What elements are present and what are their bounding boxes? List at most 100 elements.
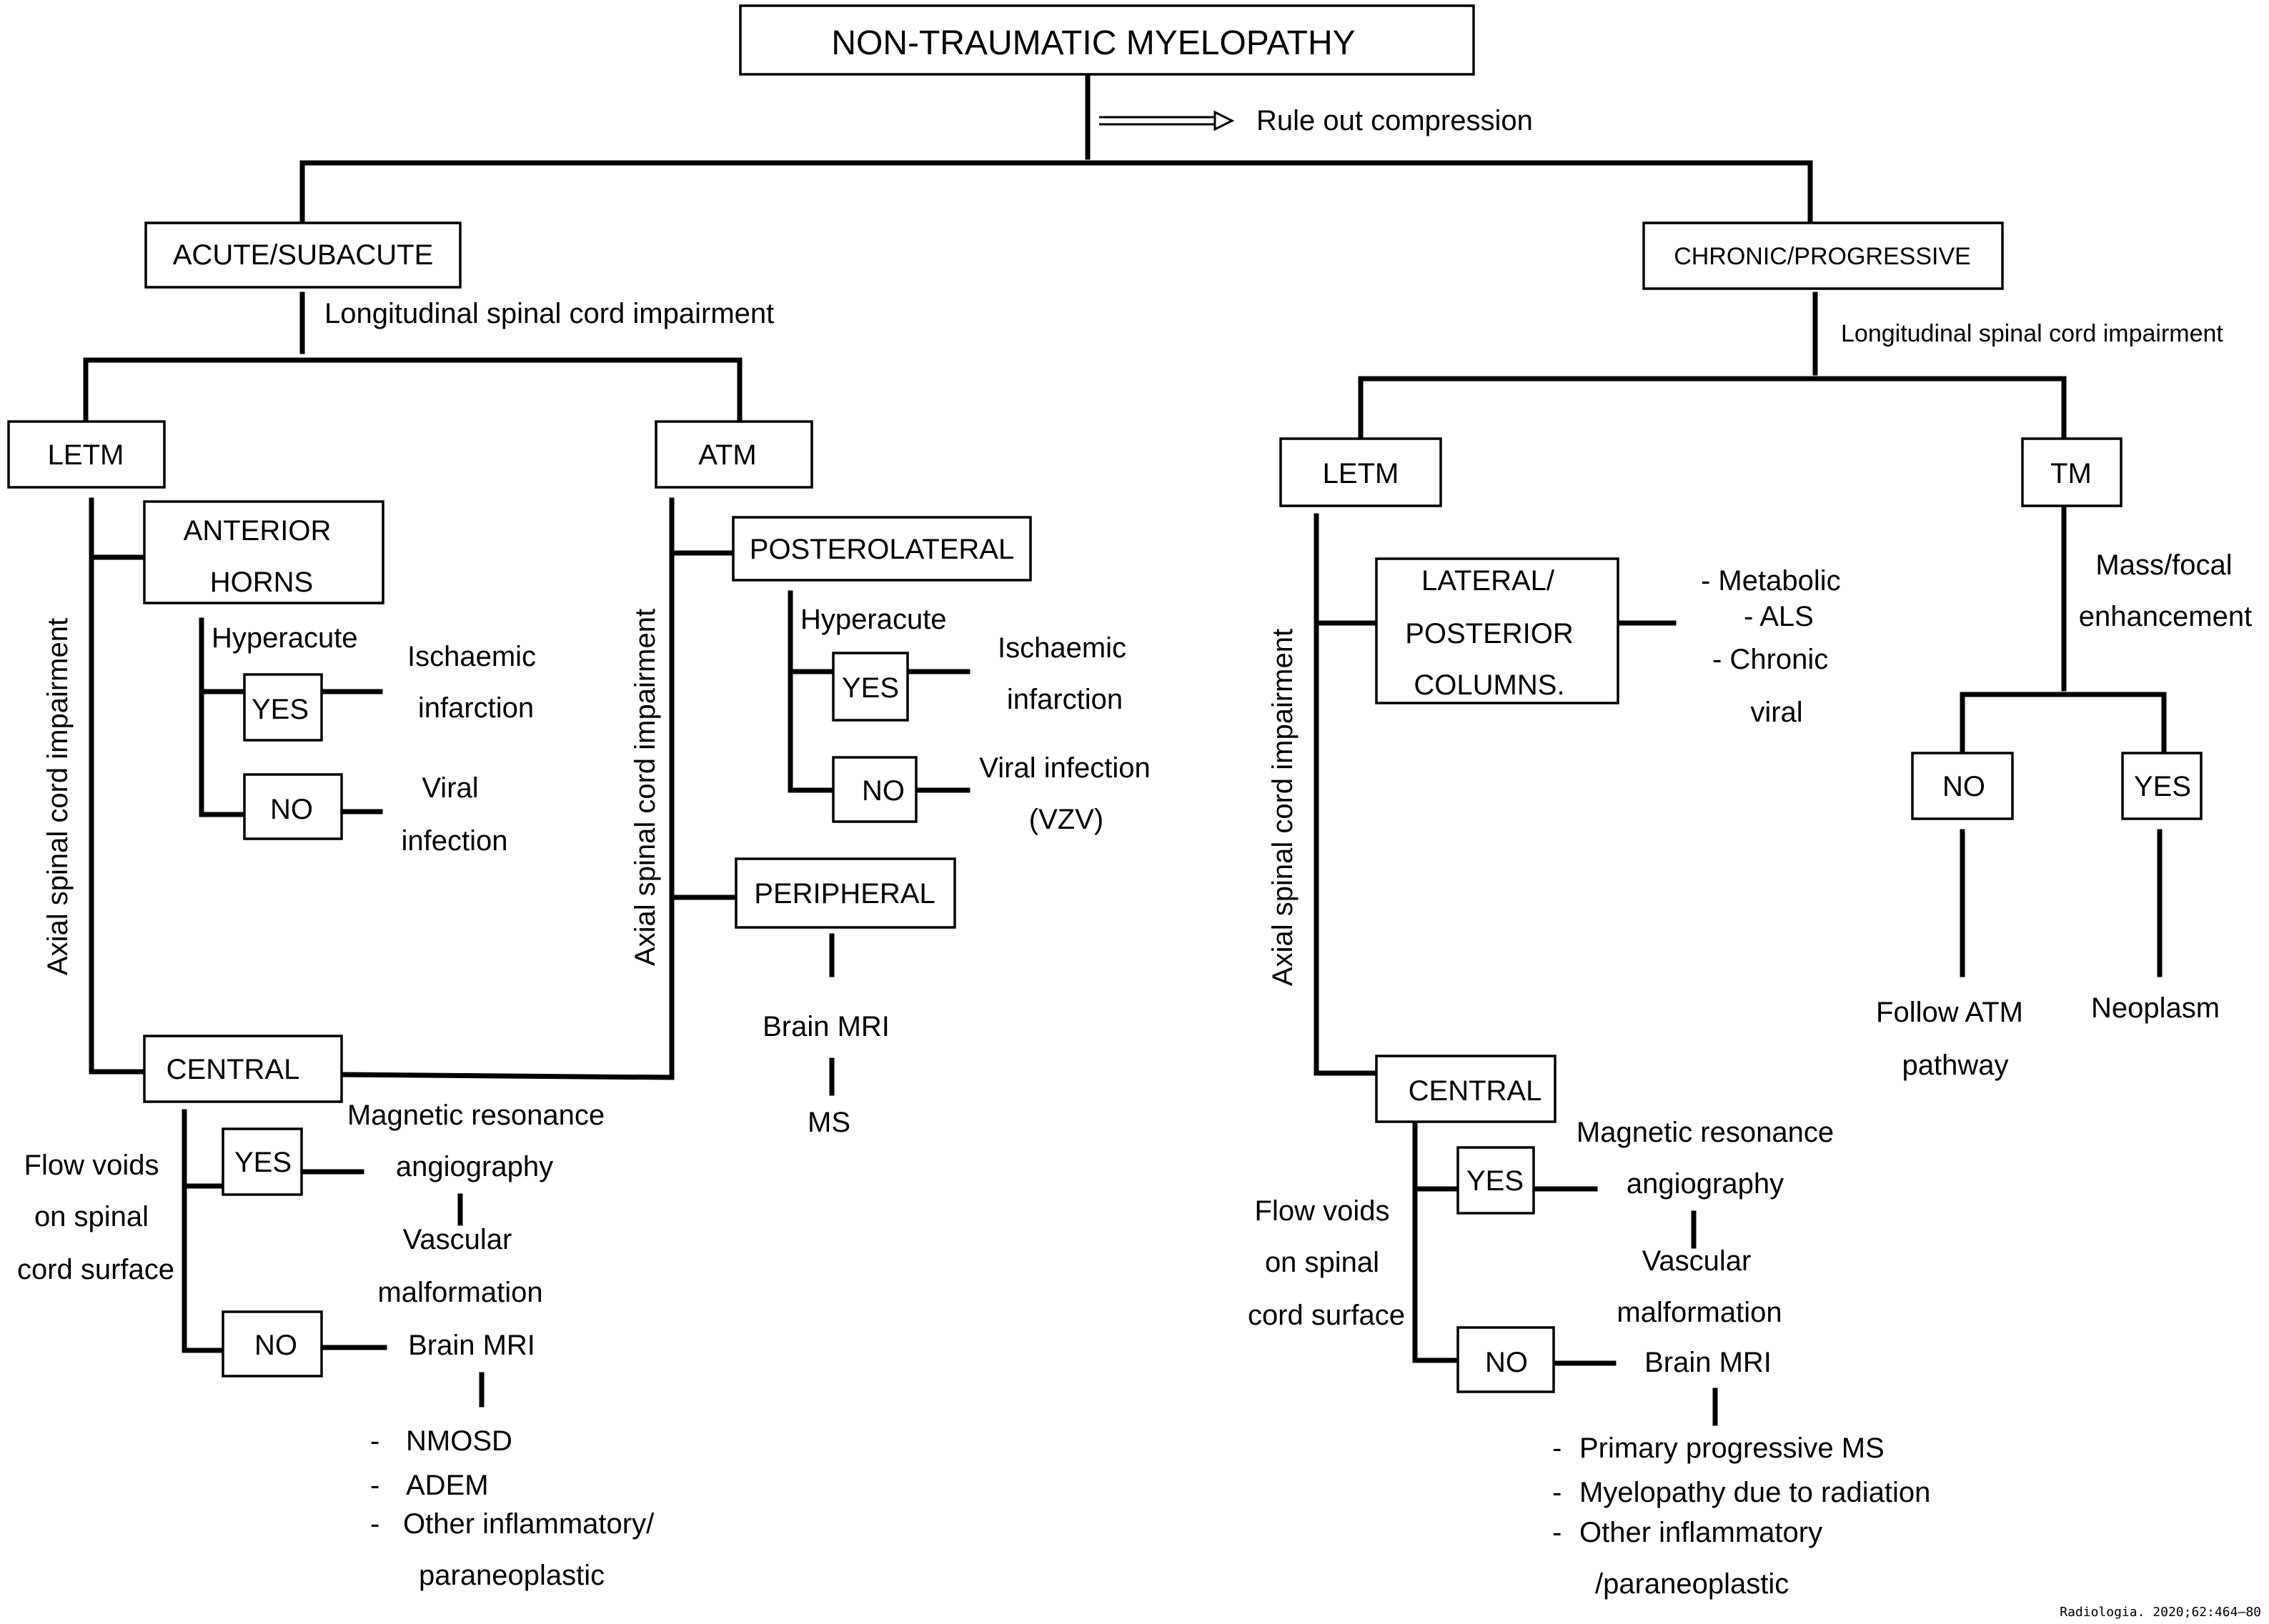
lateral-posterior-line1: LATERAL/	[1421, 565, 1555, 597]
right-list-dash-2: -	[1552, 1477, 1562, 1508]
right-mra-line2: angiography	[1627, 1168, 1784, 1200]
acute-subacute-box	[144, 221, 462, 289]
right-cause-1: - Metabolic	[1701, 565, 1841, 597]
acute-subacute-label: ACUTE/SUBACUTE	[173, 239, 434, 271]
tm-no-out-line2: pathway	[1902, 1050, 2009, 1081]
right-list-item-2: Myelopathy due to radiation	[1579, 1477, 1930, 1508]
left-atm-box	[655, 420, 813, 489]
citation-label: Radiologia. 2020;62:464–80	[2060, 1605, 2261, 1620]
right-tm-box	[2021, 437, 2122, 507]
left-atm-no-box	[832, 756, 918, 823]
left-letm-yes-box	[243, 673, 323, 742]
left-atm-yes-box	[832, 652, 909, 722]
right-list-item-3: Other inflammatory	[1579, 1517, 1822, 1548]
right-cause-4: viral	[1750, 697, 1802, 728]
left-atm-hyperacute-label: Hyperacute	[800, 604, 947, 635]
diagram-title: NON-TRAUMATIC MYELOPATHY	[831, 24, 1355, 62]
right-letm-label: LETM	[1323, 458, 1399, 489]
left-letm-axial-label: Axial spinal cord impairment	[42, 618, 74, 975]
left-list-item-1: NMOSD	[406, 1425, 512, 1457]
left-letm-yes-label: YES	[252, 694, 309, 725]
left-central-no-label: NO	[254, 1330, 297, 1361]
left-longitudinal-label: Longitudinal spinal cord impairment	[324, 298, 774, 329]
left-letm-hyperacute-label: Hyperacute	[212, 622, 358, 654]
left-flow-voids-line2: on spinal	[34, 1201, 149, 1232]
chronic-progressive-label: CHRONIC/PROGRESSIVE	[1674, 243, 1971, 270]
left-letm-yes-out-line2: infarction	[418, 692, 534, 724]
tm-no-box	[1911, 752, 2014, 820]
left-vascular-line2: malformation	[377, 1277, 542, 1308]
left-flow-voids-line1: Flow voids	[24, 1150, 159, 1181]
ms-label: MS	[808, 1107, 850, 1138]
right-flow-voids-line1: Flow voids	[1255, 1195, 1390, 1227]
tm-no-label: NO	[1942, 771, 1985, 802]
right-list-dash-1: -	[1552, 1433, 1562, 1464]
right-letm-axial-label: Axial spinal cord impairment	[1267, 629, 1299, 986]
neoplasm-label: Neoplasm	[2091, 992, 2220, 1024]
rule-out-label: Rule out compression	[1256, 105, 1533, 136]
right-central-no-box	[1456, 1326, 1555, 1393]
lateral-posterior-line2: POSTERIOR	[1405, 618, 1574, 649]
left-letm-label: LETM	[48, 439, 124, 471]
anterior-horns-box	[143, 500, 384, 604]
left-flow-voids-line3: cord surface	[17, 1254, 174, 1285]
left-list-item-3-cont: paraneoplastic	[419, 1560, 605, 1591]
peripheral-label: PERIPHERAL	[754, 878, 935, 910]
mass-focal-line2: enhancement	[2079, 601, 2252, 632]
left-list-dash-2: -	[370, 1470, 379, 1501]
title-box	[739, 4, 1475, 76]
left-atm-no-label: NO	[862, 775, 905, 807]
right-tm-label: TM	[2050, 458, 2092, 489]
left-central-box	[143, 1035, 343, 1103]
right-central-no-label: NO	[1485, 1347, 1528, 1378]
left-atm-no-out-line1: Viral infection	[979, 752, 1150, 784]
left-central-no-box	[222, 1310, 323, 1378]
right-list-item-1: Primary progressive MS	[1579, 1433, 1885, 1464]
boxes	[7, 4, 2203, 1393]
left-letm-box	[7, 420, 166, 489]
anterior-horns-line2: HORNS	[210, 567, 313, 598]
left-central-label: CENTRAL	[167, 1054, 300, 1085]
left-letm-yes-out-line1: Ischaemic	[407, 641, 536, 672]
left-letm-no-label: NO	[270, 794, 313, 825]
right-list-item-3-cont: /paraneoplastic	[1595, 1568, 1789, 1600]
left-list-item-3: Other inflammatory/	[403, 1508, 655, 1540]
lateral-posterior-line3: COLUMNS.	[1414, 669, 1564, 701]
left-atm-yes-out-line1: Ischaemic	[998, 632, 1126, 664]
tm-no-out-line1: Follow ATM	[1876, 997, 2023, 1028]
left-central-brain-mri-label: Brain MRI	[408, 1330, 535, 1361]
chronic-progressive-box	[1642, 221, 2004, 290]
left-letm-no-out-line1: Viral	[422, 772, 478, 804]
right-letm-box	[1279, 437, 1442, 507]
mass-focal-line1: Mass/focal	[2095, 549, 2232, 581]
left-vascular-line1: Vascular	[403, 1224, 512, 1255]
right-central-yes-box	[1456, 1146, 1535, 1215]
left-mra-line2: angiography	[396, 1151, 553, 1182]
right-cause-2: - ALS	[1744, 601, 1814, 632]
right-central-yes-label: YES	[1466, 1165, 1524, 1197]
right-vascular-line1: Vascular	[1642, 1245, 1752, 1277]
left-atm-no-out-line2: (VZV)	[1029, 804, 1103, 835]
left-central-yes-label: YES	[234, 1147, 292, 1178]
peripheral-brain-mri-label: Brain MRI	[763, 1011, 890, 1042]
left-mra-line1: Magnetic resonance	[347, 1100, 605, 1131]
right-central-box	[1375, 1055, 1556, 1123]
right-longitudinal-label: Longitudinal spinal cord impairment	[1841, 320, 2223, 347]
tm-yes-box	[2121, 752, 2203, 820]
posterolateral-box	[732, 516, 1032, 582]
left-letm-no-out-line2: infection	[402, 825, 508, 857]
rule-out-arrow-icon	[1099, 110, 1235, 131]
left-atm-label: ATM	[698, 439, 756, 471]
left-central-yes-box	[222, 1127, 303, 1196]
peripheral-box	[735, 857, 956, 929]
lateral-posterior-box	[1375, 557, 1619, 704]
left-atm-yes-out-line2: infarction	[1007, 684, 1123, 715]
connector-lines	[83, 71, 2167, 1426]
right-cause-3: - Chronic	[1712, 644, 1828, 675]
right-central-brain-mri-label: Brain MRI	[1644, 1347, 1772, 1378]
left-list-dash-3: -	[370, 1508, 379, 1540]
left-atm-yes-label: YES	[842, 672, 899, 704]
right-list-dash-3: -	[1552, 1517, 1562, 1548]
left-letm-no-box	[243, 773, 343, 840]
